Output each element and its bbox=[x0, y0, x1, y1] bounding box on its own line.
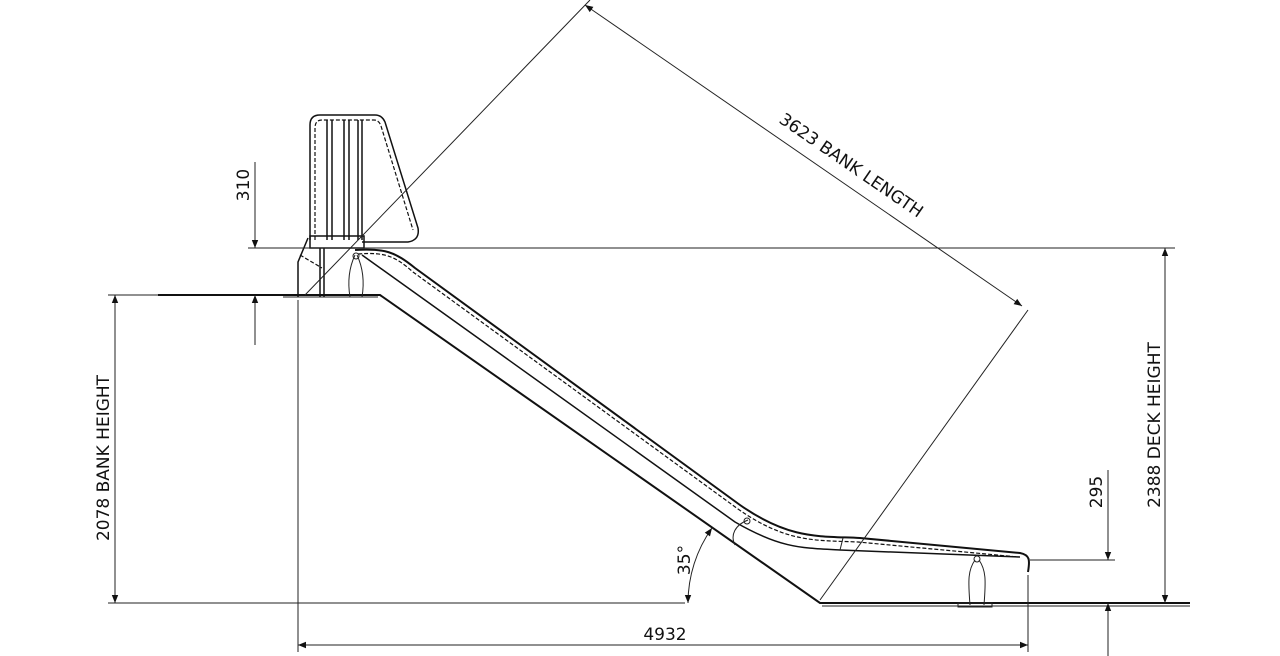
dimension-angle: 35° bbox=[675, 527, 713, 604]
deck-height-label: 2388 DECK HEIGHT bbox=[1145, 341, 1165, 507]
rail-height-label: 310 bbox=[234, 169, 254, 201]
dimension-bank-height: 2078 BANK HEIGHT bbox=[94, 294, 685, 604]
dimension-bank-length: 3623 BANK LENGTH bbox=[304, 0, 1029, 601]
dimension-rail-height: 310 bbox=[234, 162, 365, 345]
start-barrier bbox=[297, 114, 420, 297]
slide-body bbox=[348, 248, 1030, 606]
bank-height-label: 2078 BANK HEIGHT bbox=[94, 374, 114, 541]
dimension-overall-length: 4932 bbox=[297, 300, 1029, 652]
dimension-exit-height: 295 bbox=[1030, 470, 1115, 656]
bank-length-label: 3623 BANK LENGTH bbox=[775, 110, 926, 223]
exit-height-label: 295 bbox=[1087, 476, 1107, 508]
dimension-deck-height: 2388 DECK HEIGHT bbox=[365, 247, 1175, 603]
angle-label: 35° bbox=[675, 545, 695, 575]
overall-length-label: 4932 bbox=[643, 625, 686, 645]
